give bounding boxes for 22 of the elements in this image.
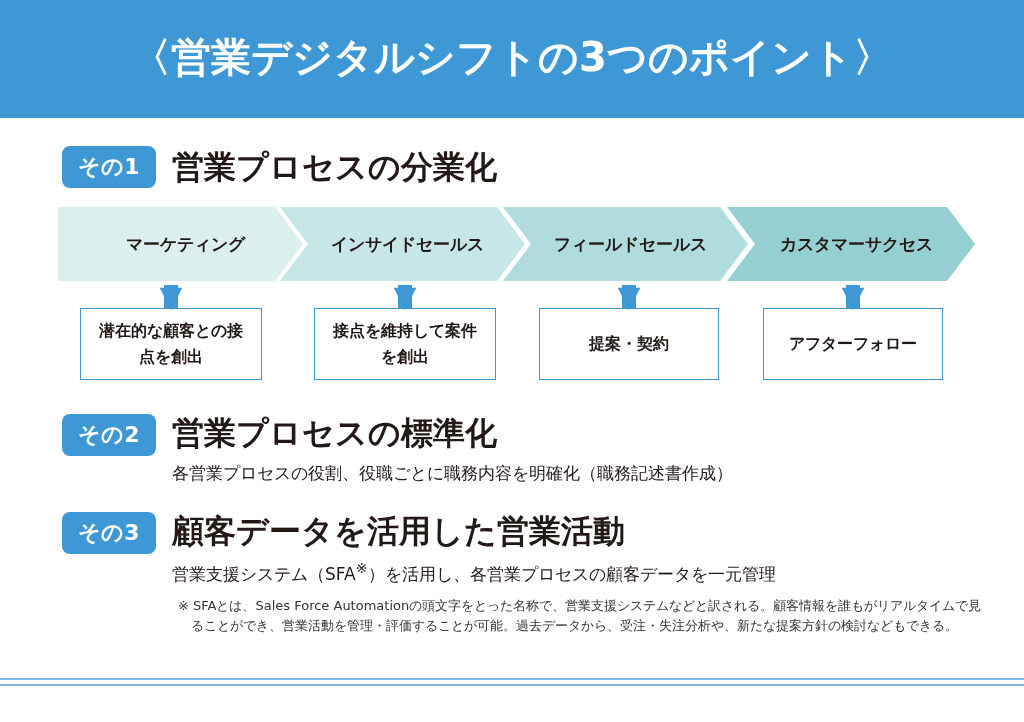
section-heading: 営業プロセスの分業化 bbox=[172, 147, 497, 188]
section-badge: その2 bbox=[62, 414, 156, 456]
step-label: マーケティング bbox=[125, 232, 245, 256]
description-text: 営業支援システム（SFA$^{※}$）を活用し、各営業プロセスの顧客データを一元管理 bbox=[172, 560, 776, 586]
footnote-text: ※ SFAとは、Sales Force Automationの頭文字をとった名称で、営業支援システムなどと訳される。顧客情報を誰もがリアルタイムで見ることができ、営業活動を管理・評価することが可能。過去データから、受注・失注分析や、新たな提案方針の検討などもできる。 bbox=[178, 597, 983, 635]
step-label: カスタマーサクセス bbox=[778, 232, 933, 256]
step-label: インサイドセールス bbox=[330, 232, 484, 256]
process-box: アフターフォロー bbox=[763, 308, 943, 380]
chevron-step bbox=[503, 207, 748, 281]
section-heading: 営業プロセスの標準化 bbox=[172, 413, 497, 454]
section-heading: 顧客データを活用した営業活動 bbox=[172, 511, 625, 552]
chevron-step bbox=[280, 207, 525, 281]
section-badge: その1 bbox=[62, 146, 156, 188]
step-label: フィールドセールス bbox=[553, 232, 707, 256]
title: 〈営業デジタルシフトの3つのポイント〉 bbox=[130, 33, 894, 82]
chevron-step bbox=[727, 207, 975, 281]
process-box: 提案・契約 bbox=[539, 308, 719, 380]
process-box: 潜在的な顧客との接点を創出 bbox=[80, 308, 262, 380]
section-badge: その3 bbox=[62, 512, 156, 554]
chevron-step bbox=[58, 207, 303, 281]
process-box: 接点を維持して案件を創出 bbox=[314, 308, 496, 380]
description-text: 各営業プロセスの役割、役職ごとに職務内容を明確化（職務記述書作成） bbox=[172, 462, 733, 485]
